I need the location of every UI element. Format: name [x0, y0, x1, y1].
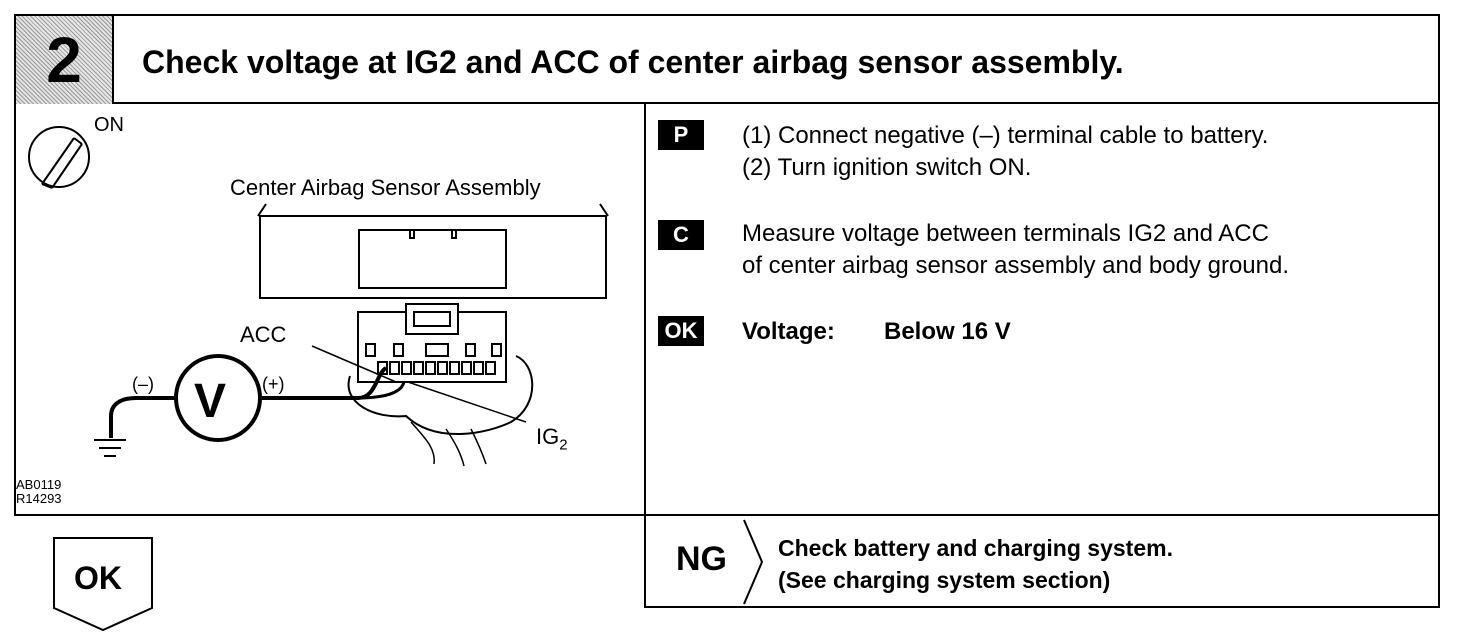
voltmeter-icon: [174, 354, 262, 442]
assembly-label: Center Airbag Sensor Assembly: [230, 175, 541, 200]
ng-line-2: (See charging system section): [778, 567, 1111, 593]
acc-leader: [311, 345, 397, 383]
step-header: 2 Check voltage at IG2 and ACC of center…: [14, 14, 1440, 104]
prep-step-1: (1) Connect negative (–) terminal cable …: [742, 122, 1269, 149]
step-number-box: 2: [16, 16, 114, 104]
step-number: 2: [46, 24, 82, 96]
figure-codes: AB0119 R14293: [16, 478, 62, 506]
prep-tag: P: [658, 120, 704, 150]
sensor-assembly-icon: [259, 215, 607, 299]
ng-instructions: Check battery and charging system. (See …: [778, 532, 1173, 596]
ok-flow-label: OK: [74, 560, 122, 596]
acc-label: ACC: [240, 322, 287, 347]
ignition-switch-icon: [28, 126, 90, 189]
ok-voltage-key: Voltage:: [742, 318, 835, 345]
negative-lead: [109, 396, 176, 438]
figure-code-2: R14293: [16, 491, 62, 506]
wiring-diagram: [28, 126, 609, 467]
check-line-2: of center airbag sensor assembly and bod…: [742, 252, 1289, 279]
ig2-label: IG2: [536, 424, 568, 453]
ng-chevron-icon: [743, 519, 764, 605]
column-divider: [644, 102, 646, 608]
ground-icon: [94, 439, 126, 457]
negative-label: (–): [132, 374, 154, 394]
ng-line-1: Check battery and charging system.: [778, 535, 1173, 561]
prep-step-2: (2) Turn ignition switch ON.: [742, 154, 1032, 181]
content-frame: [14, 102, 1440, 516]
ig2-label-text: IG: [536, 424, 560, 449]
ok-flow-arrow-icon: [53, 537, 153, 632]
step-title: Check voltage at IG2 and ACC of center a…: [142, 44, 1124, 80]
ng-label: NG: [676, 540, 727, 578]
check-line-1: Measure voltage between terminals IG2 an…: [742, 220, 1269, 247]
voltmeter-symbol: V: [194, 375, 227, 428]
figure-code-1: AB0119: [16, 477, 62, 492]
ng-outcome-box: [644, 514, 1440, 608]
harness-wires: [410, 421, 487, 467]
ignition-on-label: ON: [94, 114, 124, 136]
check-tag: C: [658, 220, 704, 250]
assembly-bracket: [257, 203, 609, 217]
wire-harness: [347, 355, 534, 436]
ok-voltage-value: Below 16 V: [884, 318, 1011, 345]
ok-tag: OK: [658, 316, 704, 346]
positive-label: (+): [262, 374, 285, 394]
connector-icon: [357, 303, 507, 383]
ig2-leader: [407, 381, 527, 423]
ig2-subscript: 2: [559, 436, 568, 454]
